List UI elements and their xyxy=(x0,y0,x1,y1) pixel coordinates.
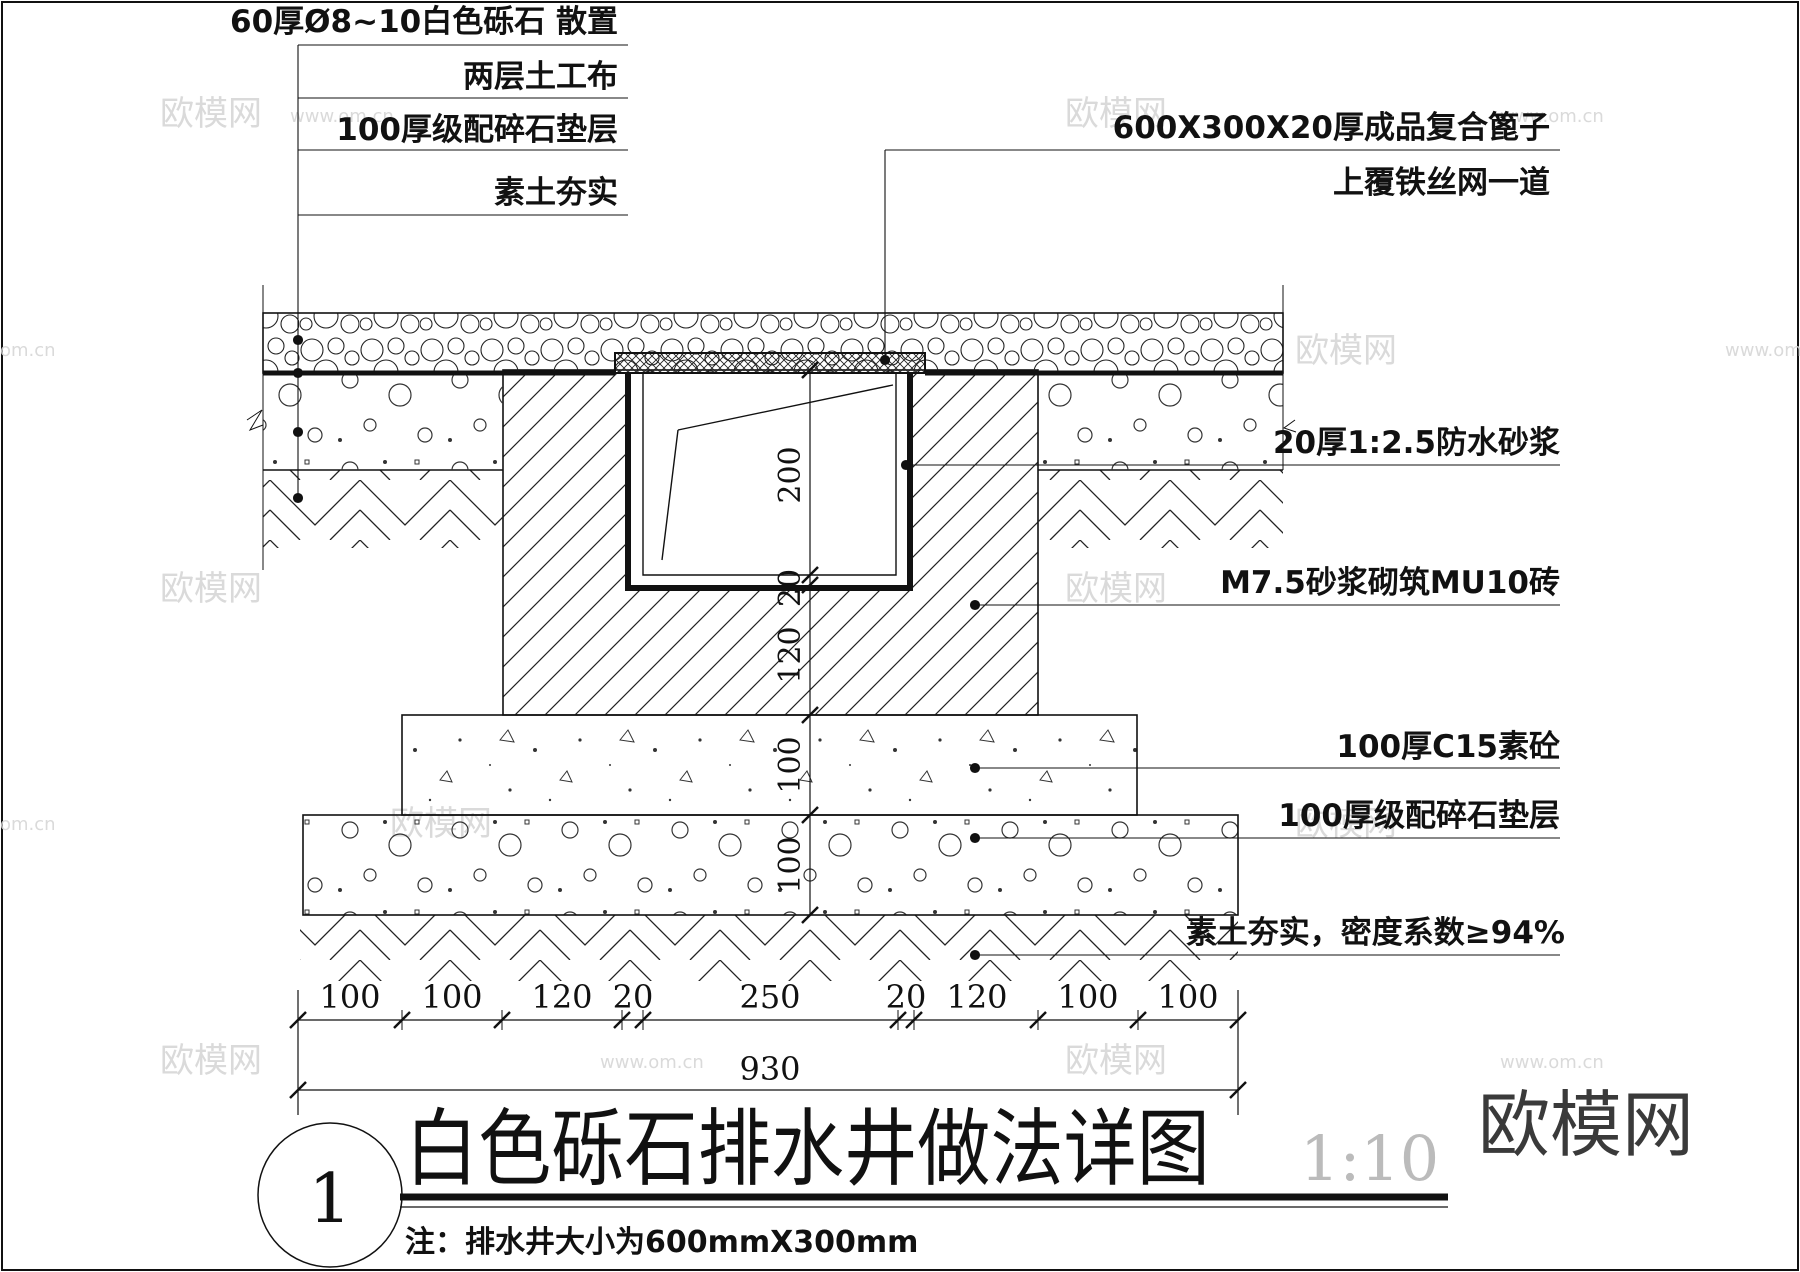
title-block: 1 白色砾石排水井做法详图 1:10 注：排水井大小为600mmX300mm xyxy=(257,1100,1448,1268)
left-labels: 60厚Ø8~10白色砾石 散置 两层土工布 100厚级配碎石垫层 素土夯实 xyxy=(230,4,618,211)
gravel-right xyxy=(1038,373,1283,470)
soil-left xyxy=(263,470,503,548)
watermark-url: om.cn xyxy=(0,340,56,361)
watermark-logo: 欧模网 xyxy=(1065,94,1167,134)
watermark-logo: 欧模网 xyxy=(1295,804,1397,844)
right-leaders xyxy=(879,149,1560,961)
label-grate: 600X300X20厚成品复合篦子 xyxy=(1113,110,1550,146)
well-cavity xyxy=(628,373,910,588)
vdim-100-gravel: 100 xyxy=(773,836,808,893)
label-pebbles: 60厚Ø8~10白色砾石 散置 xyxy=(230,4,618,40)
watermark-url: www.om.cn xyxy=(290,106,394,127)
brand-logo: 欧模网 xyxy=(1478,1083,1694,1167)
cross-section xyxy=(246,285,1297,981)
watermark-layer: 欧模网 www.om.cn 欧模网 www.om.cn om.cn 欧模网 ww… xyxy=(0,94,1800,1081)
hdim-20: 20 xyxy=(613,978,654,1016)
vertical-dimension: 200 20 120 100 100 xyxy=(773,361,819,924)
compacted-soil-bottom xyxy=(300,915,1238,981)
waterproof-mortar-lining xyxy=(625,373,913,591)
drawing-scale: 1:10 xyxy=(1300,1122,1439,1195)
label-gravel-base: 100厚级配碎石垫层 xyxy=(336,112,618,148)
watermark-logo: 欧模网 xyxy=(160,1041,262,1081)
hdim-20: 20 xyxy=(886,978,927,1016)
vdim-100-concrete: 100 xyxy=(773,736,808,793)
horizontal-dimension: 100 100 120 20 250 20 120 100 100 930 xyxy=(289,978,1247,1115)
watermark-logo: 欧模网 xyxy=(1065,569,1167,609)
concrete-layer xyxy=(401,714,1138,816)
label-concrete: 100厚C15素砼 xyxy=(1336,729,1560,765)
watermark-url: www.om.cn xyxy=(1725,340,1800,361)
grate xyxy=(614,352,926,374)
drawing-note: 注：排水井大小为600mmX300mm xyxy=(405,1225,918,1260)
label-wire-mesh: 上覆铁丝网一道 xyxy=(1333,165,1550,201)
watermark-logo: 欧模网 xyxy=(1295,331,1397,371)
hdim-100: 100 xyxy=(319,978,380,1016)
watermark-url: om.cn xyxy=(0,814,56,835)
hdim-total-930: 930 xyxy=(739,1050,800,1088)
label-compacted-soil: 素土夯实 xyxy=(494,175,618,211)
watermark-logo: 欧模网 xyxy=(160,94,262,134)
label-soil-bottom: 素土夯实，密度系数≥94% xyxy=(1186,915,1565,951)
vdim-20: 20 xyxy=(773,569,808,607)
watermark-url: www.om.cn xyxy=(1500,1052,1604,1073)
detail-number: 1 xyxy=(308,1160,351,1239)
hdim-100: 100 xyxy=(421,978,482,1016)
watermark-logo: 欧模网 xyxy=(1065,1041,1167,1081)
watermark-url: www.om.cn xyxy=(600,1052,704,1073)
hdim-120: 120 xyxy=(946,978,1007,1016)
gravel-base-layer xyxy=(302,814,1239,916)
gravel-left xyxy=(263,373,503,470)
hdim-250: 250 xyxy=(739,978,800,1016)
drawing-title: 白色砾石排水井做法详图 xyxy=(405,1100,1210,1198)
watermark-url: www.om.cn xyxy=(1500,106,1604,127)
hdim-120: 120 xyxy=(531,978,592,1016)
hdim-100: 100 xyxy=(1157,978,1218,1016)
label-gravel-bottom: 100厚级配碎石垫层 xyxy=(1278,798,1560,834)
label-brick: M7.5砂浆砌筑MU10砖 xyxy=(1220,565,1560,601)
vdim-120: 120 xyxy=(773,626,808,683)
hdim-100: 100 xyxy=(1057,978,1118,1016)
soil-right xyxy=(1038,470,1283,548)
vdim-200: 200 xyxy=(773,446,808,503)
label-waterproof-mortar: 20厚1:2.5防水砂浆 xyxy=(1273,425,1560,461)
left-leaders xyxy=(292,44,628,504)
watermark-logo: 欧模网 xyxy=(160,569,262,609)
right-labels: 600X300X20厚成品复合篦子 上覆铁丝网一道 20厚1:2.5防水砂浆 M… xyxy=(1113,110,1565,951)
label-geotextile: 两层土工布 xyxy=(463,59,618,95)
